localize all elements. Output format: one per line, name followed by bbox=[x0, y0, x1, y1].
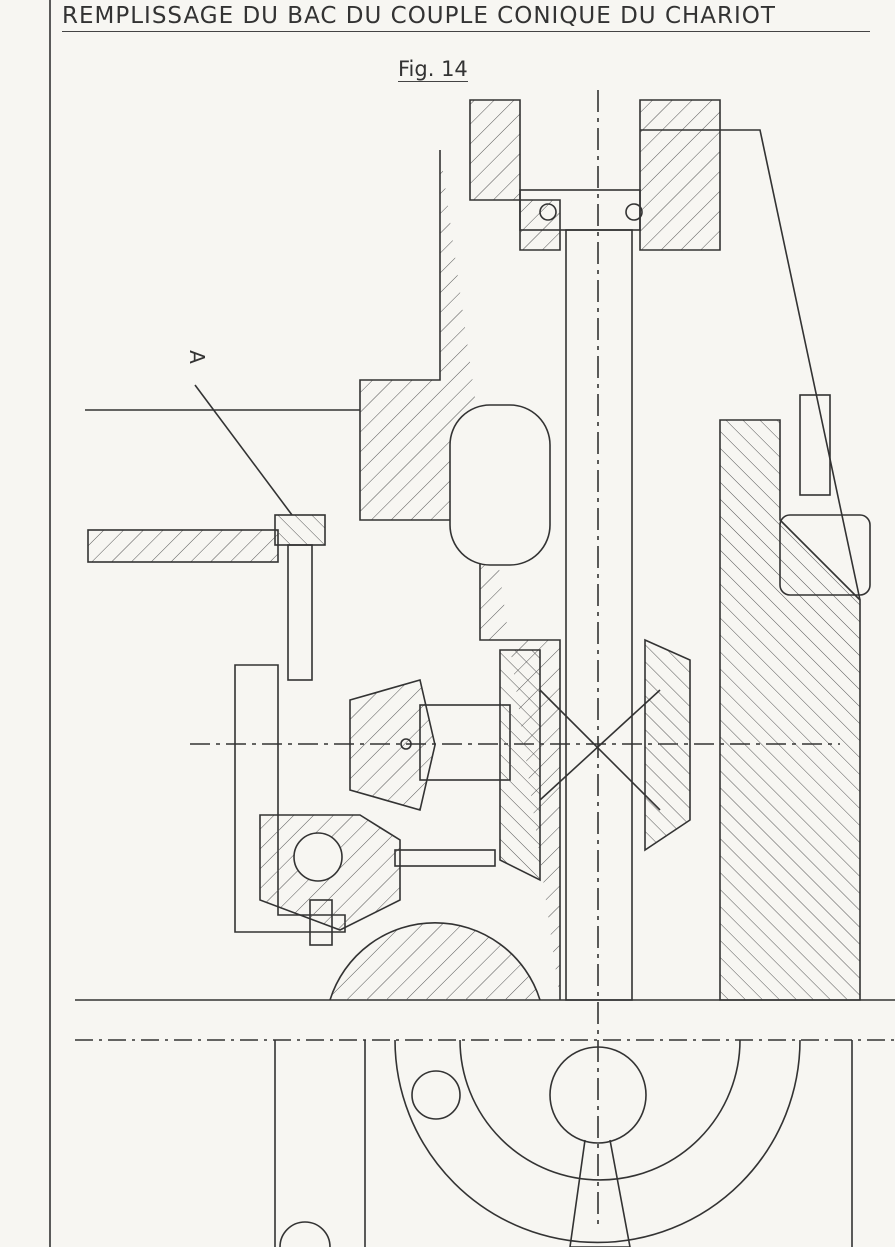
lower-arc-inner bbox=[459, 1039, 741, 1181]
drawing-title: REMPLISSAGE DU BAC DU COUPLE CONIQUE DU … bbox=[62, 3, 870, 32]
upper-housing bbox=[359, 150, 561, 1000]
right-housing-taper bbox=[640, 129, 861, 601]
gear-tooth-line-2 bbox=[539, 689, 661, 801]
beam-section bbox=[87, 529, 279, 563]
bracket-bore bbox=[293, 832, 343, 882]
crown-gear-right bbox=[644, 638, 691, 852]
lower-boss bbox=[279, 1221, 331, 1247]
leader-line-a bbox=[194, 384, 293, 516]
right-housing bbox=[719, 419, 861, 1001]
bearing-ball-left bbox=[539, 203, 557, 221]
main-shaft bbox=[565, 229, 633, 1001]
screw bbox=[394, 849, 496, 867]
outline-group bbox=[49, 0, 895, 1247]
filler-tube bbox=[287, 544, 313, 681]
lever-handle bbox=[569, 1139, 631, 1247]
lower-circle-large bbox=[549, 1046, 647, 1144]
top-bearing-housing bbox=[469, 99, 561, 251]
filler-plug bbox=[274, 514, 326, 546]
gear-tooth-line-1 bbox=[539, 689, 661, 811]
bearing-ring bbox=[519, 189, 641, 231]
right-pocket bbox=[779, 514, 871, 596]
lower-circle-small bbox=[411, 1070, 461, 1120]
figure-label: Fig. 14 bbox=[398, 57, 468, 83]
crown-gear-left bbox=[499, 649, 541, 882]
bottom-arc bbox=[329, 921, 541, 1001]
oil-cavity bbox=[449, 404, 551, 566]
top-bearing-housing-right bbox=[639, 99, 721, 251]
drain-plug bbox=[309, 899, 333, 946]
plug-right bbox=[799, 394, 831, 496]
bevel-pinion bbox=[349, 678, 436, 812]
bearing-ball-right bbox=[625, 203, 643, 221]
lower-arc-outer bbox=[394, 1039, 801, 1244]
